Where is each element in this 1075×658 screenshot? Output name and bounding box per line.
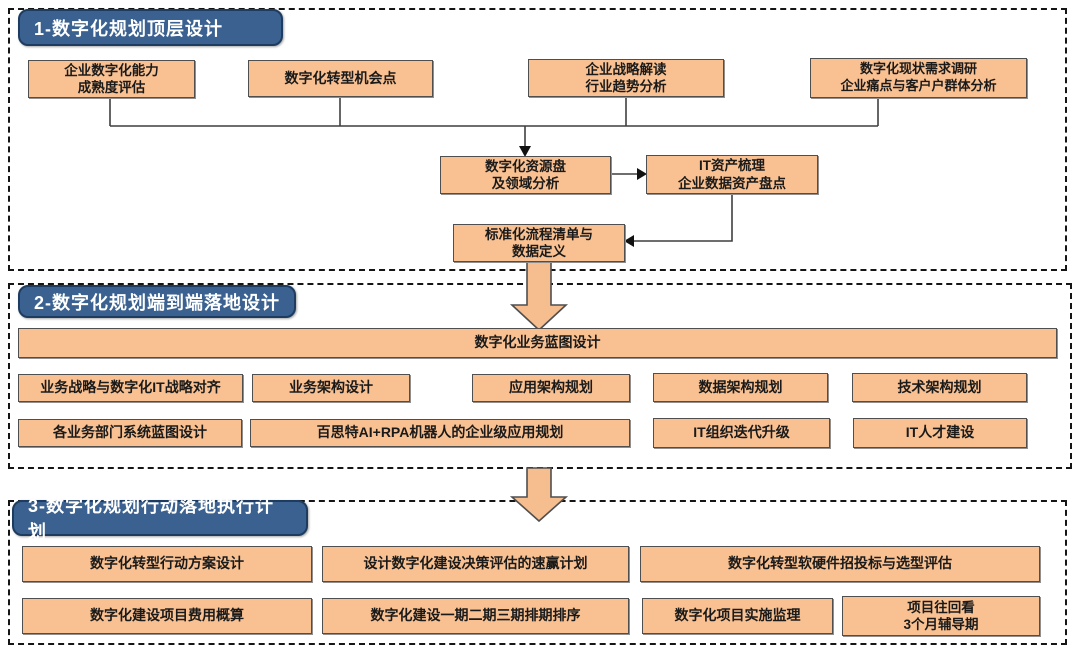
section2-title: 2-数字化规划端到端落地设计	[34, 292, 281, 313]
node-line: 及领域分析	[491, 176, 560, 191]
node-line: 数字化项目实施监理	[674, 607, 801, 624]
node-tech-architecture: 技术架构规划	[852, 373, 1027, 402]
node-line: 成熟度评估	[77, 80, 146, 95]
node-bidding-evaluation: 数字化转型软硬件招投标与选型评估	[640, 546, 1040, 582]
node-line: 企业痛点与客户户群体分析	[840, 78, 997, 93]
node-line: IT资产梳理	[699, 158, 765, 174]
node-it-talent: IT人才建设	[853, 418, 1027, 448]
node-line: 业务架构设计	[289, 379, 373, 396]
node-it-org-upgrade: IT组织迭代升级	[653, 418, 830, 448]
section1-header: 1-数字化规划顶层设计	[18, 9, 283, 46]
section1-title: 1-数字化规划顶层设计	[34, 18, 224, 39]
node-line: 数字化转型软硬件招投标与选型评估	[728, 555, 952, 572]
node-standard-process: 标准化流程清单与 数据定义	[453, 224, 625, 262]
node-business-architecture: 业务架构设计	[252, 374, 410, 402]
node-line: 数字化建设项目费用概算	[90, 607, 244, 624]
section3-header: 3-数字化规划行动落地执行计划	[12, 496, 308, 542]
node-line: 应用架构规划	[509, 379, 593, 396]
node-transformation-opportunity: 数字化转型机会点	[248, 60, 433, 97]
node-line: 百思特AI+RPA机器人的企业级应用规划	[316, 424, 564, 441]
node-resource-inventory: 数字化资源盘 及领域分析	[440, 156, 611, 194]
node-it-asset: IT资产梳理 企业数据资产盘点	[646, 155, 818, 194]
node-line: 数字化业务蓝图设计	[474, 334, 601, 351]
node-line: 业务战略与数字化IT战略对齐	[40, 379, 221, 396]
node-line: 企业战略解读	[585, 61, 667, 77]
node-line: 3个月辅导期	[903, 617, 979, 632]
section2-header: 2-数字化规划端到端落地设计	[18, 285, 296, 318]
node-line: 数据架构规划	[698, 378, 783, 395]
node-strategy-interpretation: 企业战略解读 行业趋势分析	[528, 59, 724, 97]
node-line: 数字化转型机会点	[284, 69, 397, 86]
node-business-blueprint: 数字化业务蓝图设计	[18, 328, 1057, 358]
node-data-architecture: 数据架构规划	[653, 373, 828, 402]
node-phase-scheduling: 数字化建设一期二期三期排期排序	[322, 598, 629, 634]
node-status-survey: 数字化现状需求调研 企业痛点与客户户群体分析	[810, 58, 1027, 98]
node-line: 数字化资源盘	[485, 158, 566, 174]
node-action-plan-design: 数字化转型行动方案设计	[22, 546, 312, 582]
node-project-lookback: 项目往回看 3个月辅导期	[842, 596, 1040, 636]
node-line: 数字化建设一期二期三期排期排序	[370, 607, 581, 624]
node-line: IT人才建设	[905, 424, 975, 441]
node-line: IT组织迭代升级	[693, 424, 790, 441]
node-application-architecture: 应用架构规划	[472, 374, 630, 402]
node-strategy-alignment: 业务战略与数字化IT战略对齐	[18, 374, 243, 402]
node-line: 数字化转型行动方案设计	[90, 555, 244, 572]
node-line: 技术架构规划	[897, 378, 982, 395]
node-line: 标准化流程清单与	[485, 226, 593, 242]
node-line: 行业趋势分析	[585, 79, 667, 94]
node-capability-maturity: 企业数字化能力 成熟度评估	[28, 60, 195, 98]
node-line: 设计数字化建设决策评估的速赢计划	[363, 555, 588, 572]
node-line: 项目往回看	[907, 599, 975, 615]
node-line: 数据定义	[512, 244, 566, 259]
node-line: 企业数据资产盘点	[678, 175, 786, 191]
section3-title: 3-数字化规划行动落地执行计划	[28, 496, 275, 542]
node-line: 数字化现状需求调研	[859, 61, 977, 77]
node-ai-rpa-planning: 百思特AI+RPA机器人的企业级应用规划	[250, 419, 630, 447]
node-implementation-supervision: 数字化项目实施监理	[642, 598, 833, 634]
node-line: 企业数字化能力	[64, 62, 159, 78]
node-department-blueprint: 各业务部门系统蓝图设计	[18, 419, 242, 447]
node-quick-win-plan: 设计数字化建设决策评估的速赢计划	[322, 546, 629, 582]
node-line: 各业务部门系统蓝图设计	[53, 424, 207, 441]
node-project-cost-estimate: 数字化建设项目费用概算	[22, 598, 312, 634]
